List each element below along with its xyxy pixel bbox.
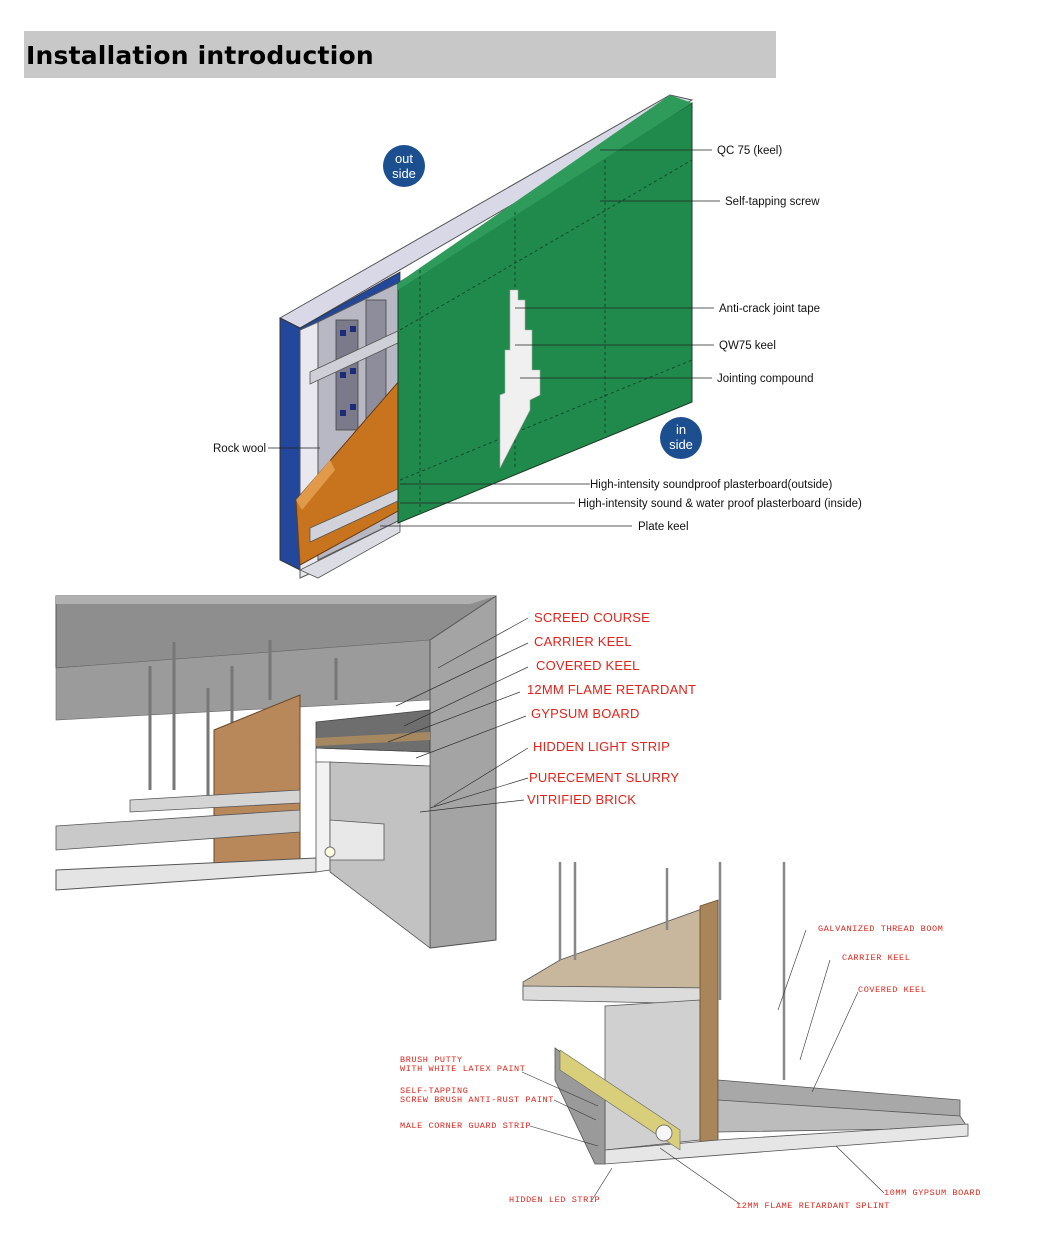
outside-badge-line1: out <box>395 151 413 166</box>
label-vitrified-brick: VITRIFIED BRICK <box>527 792 636 807</box>
outside-badge-line2: side <box>392 166 416 181</box>
label-screed-course: SCREED COURSE <box>534 610 650 625</box>
label-board-inside: High-intensity sound & water proof plast… <box>578 498 862 510</box>
ceiling-section-1: SCREED COURSE CARRIER KEEL COVERED KEEL … <box>55 595 696 949</box>
label-rock-wool: Rock wool <box>213 443 266 455</box>
inside-badge-line2: side <box>669 437 693 452</box>
label-jointing-compound: Jointing compound <box>717 373 814 385</box>
inside-badge <box>660 417 702 459</box>
label-self-tapping-screw: Self-tapping screw <box>725 196 820 208</box>
label-self-tapping-2: SELF-TAPPING <box>400 1086 468 1096</box>
label-covered-keel: COVERED KEEL <box>536 658 640 673</box>
label-flame-retardant: 12MM FLAME RETARDANT <box>527 682 696 697</box>
label-anti-crack-tape: Anti-crack joint tape <box>719 303 820 315</box>
label-galvanized-thread-boom: GALVANIZED THREAD BOOM <box>818 924 943 934</box>
label-carrier-keel: CARRIER KEEL <box>534 634 632 649</box>
label-hidden-light-strip: HIDDEN LIGHT STRIP <box>533 739 670 754</box>
ceiling-section-2: GALVANIZED THREAD BOOM CARRIER KEEL COVE… <box>400 862 981 1211</box>
label-covered-keel-2: COVERED KEEL <box>858 985 926 995</box>
label-purecement-slurry: PURECEMENT SLURRY <box>529 770 679 785</box>
outside-board <box>279 317 301 571</box>
label-corner-guard-strip: MALE CORNER GUARD STRIP <box>400 1121 531 1131</box>
label-plate-keel: Plate keel <box>638 521 689 533</box>
label-anti-rust-paint: SCREW BRUSH ANTI-RUST PAINT <box>400 1095 554 1105</box>
title-banner: Installation introduction <box>24 31 776 78</box>
wall-section-diagram: out side in side QC 75 (keel) Self-tappi… <box>213 94 862 579</box>
joint-tape <box>499 289 541 469</box>
label-hidden-led-strip: HIDDEN LED STRIP <box>509 1195 600 1205</box>
label-board-outside: High-intensity soundproof plasterboard(o… <box>590 479 832 491</box>
label-qw75-keel: QW75 keel <box>719 340 776 352</box>
concrete-wall <box>429 595 497 949</box>
label-carrier-keel-2: CARRIER KEEL <box>842 953 910 963</box>
label-gypsum-board: GYPSUM BOARD <box>531 706 640 721</box>
label-brush-putty: BRUSH PUTTY <box>400 1055 463 1065</box>
label-white-latex: WITH WHITE LATEX PAINT <box>400 1064 525 1074</box>
label-qc75-keel: QC 75 (keel) <box>717 145 782 157</box>
label-flame-retardant-splint: 12MM FLAME RETARDANT SPLINT <box>736 1201 890 1211</box>
outside-badge <box>383 145 425 187</box>
label-gypsum-board-2: 10MM GYPSUM BOARD <box>884 1188 981 1198</box>
page-title: Installation introduction <box>26 41 374 70</box>
inside-badge-line1: in <box>676 422 686 437</box>
